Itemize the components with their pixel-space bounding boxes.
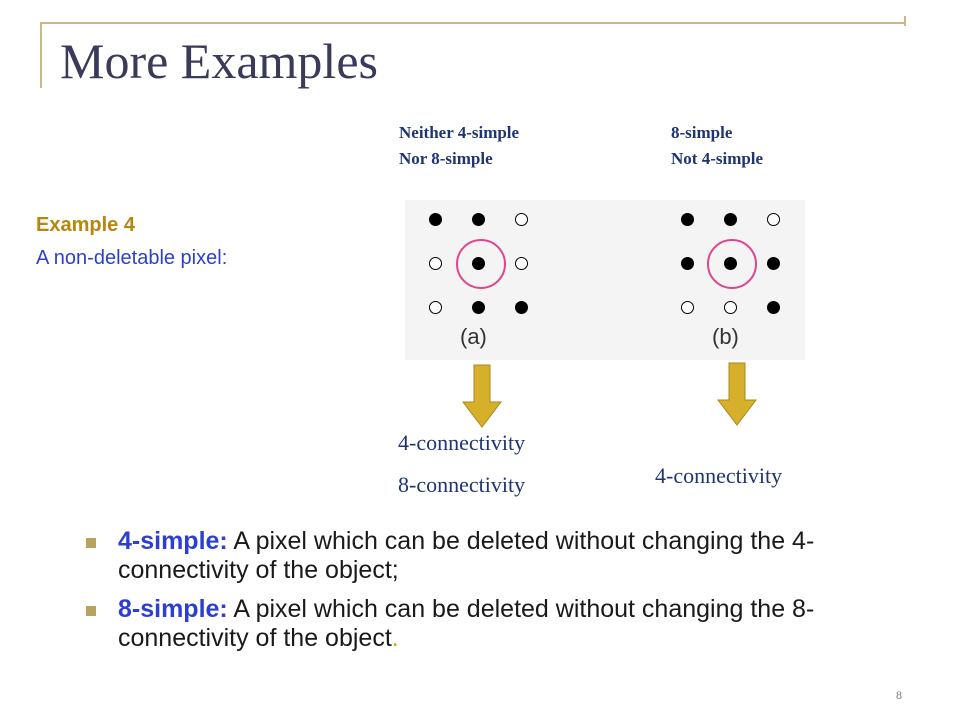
- grid-b-pixel-r3c2-white: [724, 301, 737, 314]
- definition-4-simple: A pixel which can be deleted without cha…: [118, 527, 815, 584]
- caption-a: Neither 4-simple Nor 8-simple: [399, 120, 519, 172]
- frame-top-border: [40, 22, 906, 24]
- grid-b-pixel-r3c3-black: [767, 301, 780, 314]
- grid-a-pixel-r2c1-white: [429, 257, 442, 270]
- caption-a-line2: Nor 8-simple: [399, 149, 493, 168]
- grid-a-pixel-r3c3-black: [515, 301, 528, 314]
- caption-b-line1: 8-simple: [671, 123, 733, 142]
- bullet-square-icon: [86, 606, 96, 616]
- definition-8-simple: A pixel which can be deleted without cha…: [118, 595, 815, 652]
- grid-b-pixel-r1c3-white: [767, 213, 780, 226]
- grid-a-pixel-r3c1-white: [429, 301, 442, 314]
- grid-a-pixel-r2c3-white: [515, 257, 528, 270]
- grid-a-pixel-r1c3-white: [515, 213, 528, 226]
- down-arrow-b-icon: [717, 362, 757, 426]
- definition-list: 4-simple: A pixel which can be deleted w…: [86, 527, 846, 663]
- grid-b-pixel-r2c1-black: [681, 257, 694, 270]
- connectivity-a-line2: 8-connectivity: [398, 472, 526, 497]
- grid-b-pixel-r3c1-white: [681, 301, 694, 314]
- caption-b-line2: Not 4-simple: [671, 149, 764, 168]
- grid-a-pixel-r3c2-black: [472, 301, 485, 314]
- grid-b-pixel-r1c1-black: [681, 213, 694, 226]
- grid-a-pixel-r1c1-black: [429, 213, 442, 226]
- term-4-simple: 4-simple:: [118, 527, 228, 555]
- down-arrow-a-icon: [462, 364, 502, 428]
- center-pixel-ring-a: [456, 239, 506, 289]
- panel-a-label: (a): [460, 324, 487, 349]
- bullet-square-icon: [86, 538, 96, 548]
- connectivity-b-line1: 4-connectivity: [655, 463, 783, 488]
- caption-b: 8-simple Not 4-simple: [671, 120, 763, 172]
- caption-a-line1: Neither 4-simple: [399, 123, 520, 142]
- center-pixel-ring-b: [707, 239, 757, 289]
- frame-left-border: [40, 22, 42, 88]
- definition-8-simple-end: .: [391, 624, 399, 652]
- panel-b-label: (b): [712, 324, 739, 349]
- term-8-simple: 8-simple:: [118, 595, 228, 623]
- grid-b-pixel-r1c2-black: [724, 213, 737, 226]
- grid-b-pixel-r2c3-black: [767, 257, 780, 270]
- page-number: 8: [896, 688, 902, 702]
- grid-a-pixel-r1c2-black: [472, 213, 485, 226]
- bullet-4-simple: 4-simple: A pixel which can be deleted w…: [86, 527, 846, 585]
- bullet-8-simple: 8-simple: A pixel which can be deleted w…: [86, 595, 846, 653]
- slide-title: More Examples: [60, 33, 378, 89]
- example-subtitle: A non-deletable pixel:: [36, 247, 228, 269]
- frame-right-tick: [904, 16, 906, 26]
- connectivity-a-line1: 4-connectivity: [398, 430, 526, 455]
- example-heading: Example 4: [36, 214, 135, 236]
